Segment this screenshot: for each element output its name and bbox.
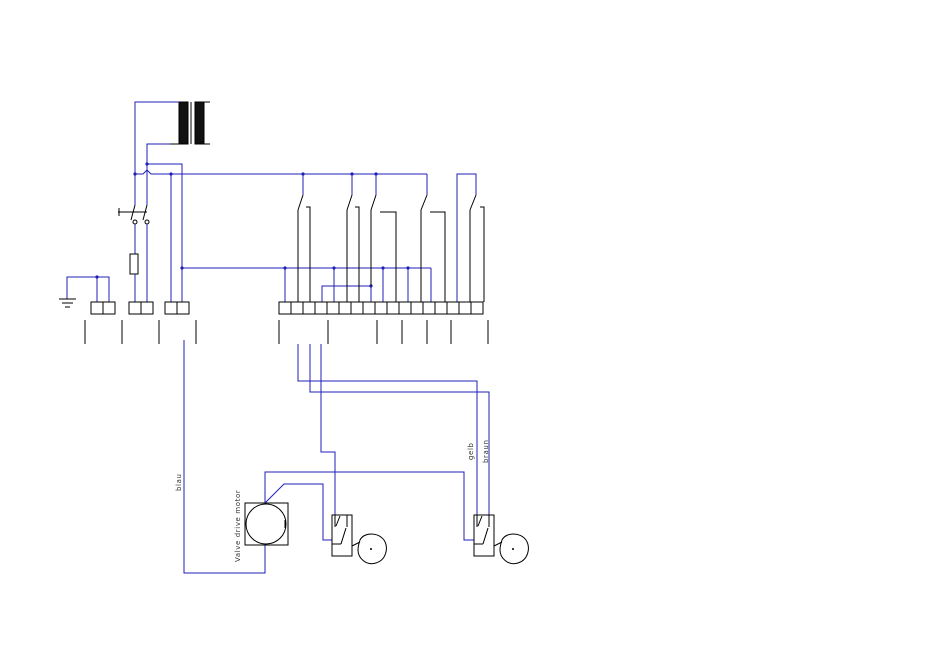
motor-label: Valve drive motor xyxy=(234,490,242,562)
valve-drive-motor xyxy=(245,503,288,545)
main-switch xyxy=(118,205,149,224)
limit-switch-1 xyxy=(332,515,386,564)
transformer xyxy=(170,102,210,144)
wire-label-braun: braun xyxy=(482,440,490,463)
main-bus-wires xyxy=(133,162,431,305)
left-terminal-blocks xyxy=(85,302,196,344)
wire-label-blau: blau xyxy=(175,473,183,491)
transformer-primary-wires xyxy=(135,102,179,174)
fuse xyxy=(130,224,147,302)
limit-switch-2 xyxy=(474,515,528,564)
bus-drops xyxy=(285,268,431,302)
wire-label-gelb: gelb xyxy=(467,442,475,460)
right-terminal-strip xyxy=(279,302,488,344)
relay-contacts xyxy=(298,174,484,302)
